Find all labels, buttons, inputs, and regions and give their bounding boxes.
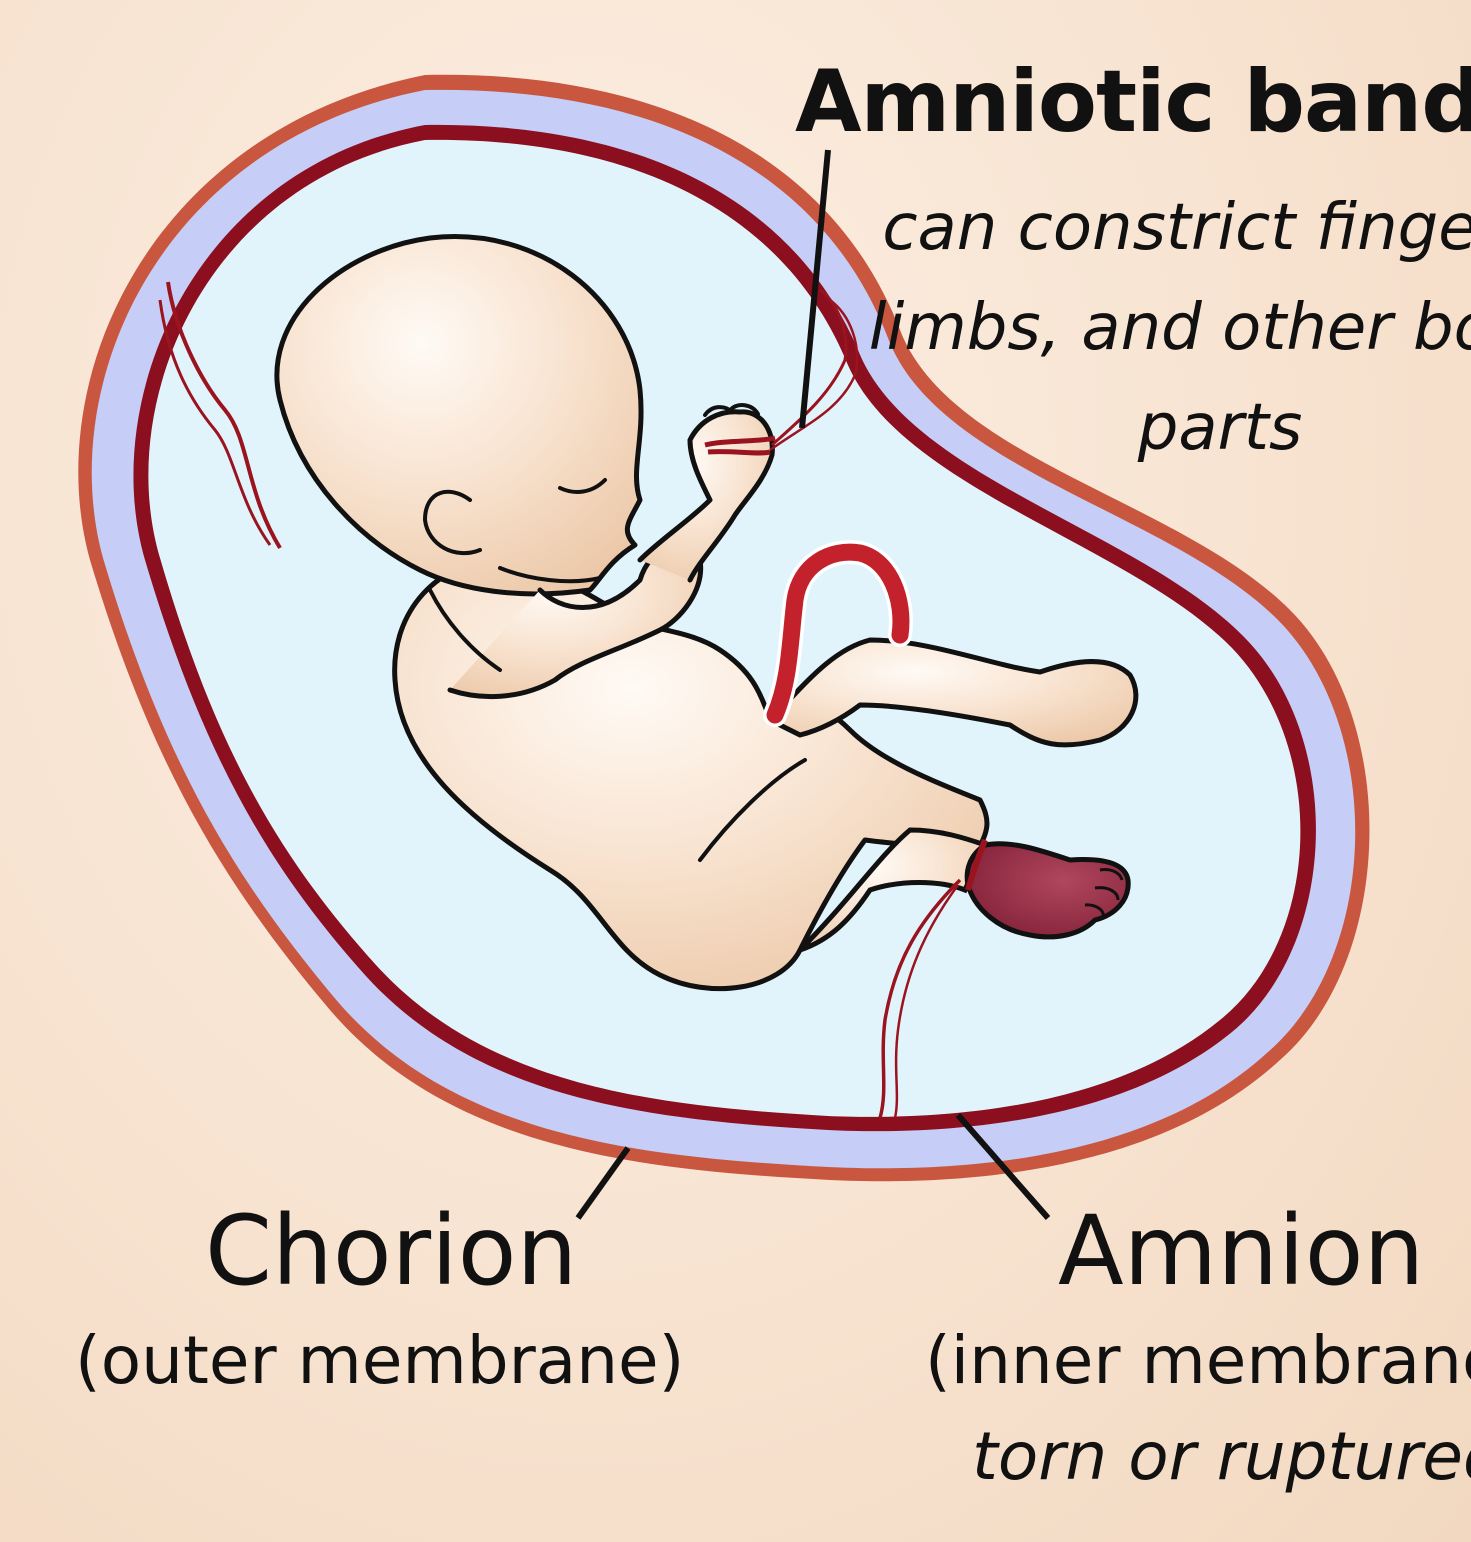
amnion-note: torn or ruptured — [972, 1418, 1471, 1495]
amnion-description: (inner membrane) — [925, 1322, 1471, 1399]
chorion-leader-line — [578, 1148, 628, 1218]
amnion-title: Amnion — [1058, 1195, 1424, 1307]
chorion-title: Chorion — [205, 1195, 577, 1307]
amniotic-band-description: can constrict fingers, limbs, and other … — [840, 178, 1471, 478]
chorion-description: (outer membrane) — [75, 1322, 684, 1399]
amniotic-band-title: Amniotic band — [795, 52, 1471, 152]
